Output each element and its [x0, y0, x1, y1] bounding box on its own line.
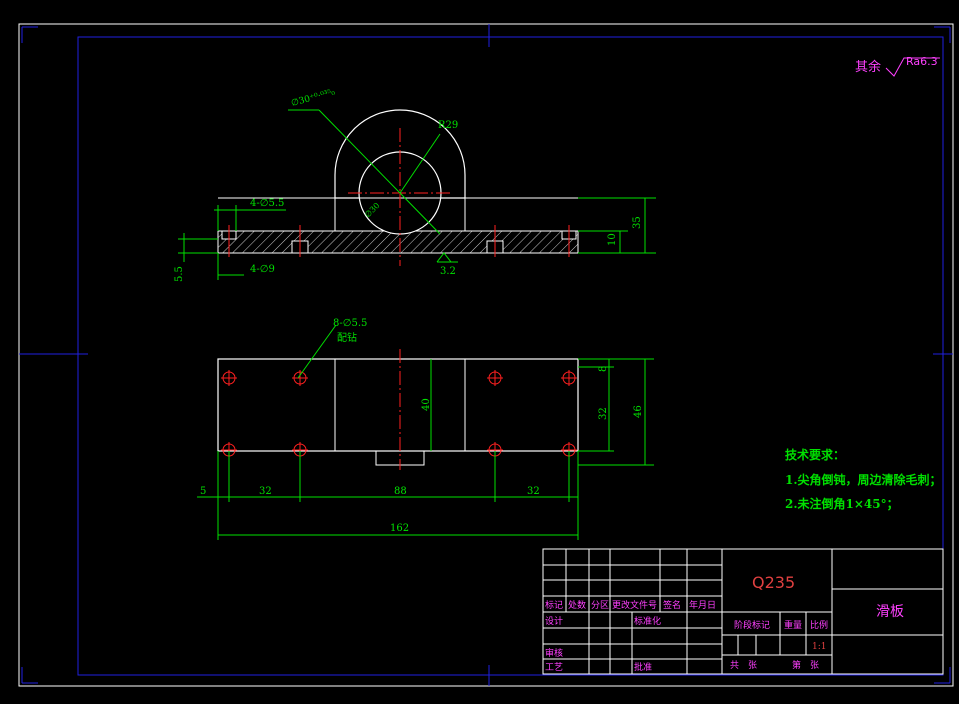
- front-dimensions: [178, 109, 656, 280]
- material-label: Q235: [752, 573, 795, 592]
- tb-change-doc: 更改文件号: [612, 599, 657, 611]
- dim-40: 40: [421, 398, 432, 411]
- title-block: [542, 548, 944, 675]
- roughness-symbol-icon: [885, 57, 940, 77]
- tb-scale: 比例: [810, 619, 828, 631]
- tb-review: 审核: [545, 647, 563, 659]
- surface-finish-value: Ra6.3: [906, 55, 938, 68]
- tb-design: 设计: [545, 615, 563, 627]
- surface-finish-label: 其余: [855, 59, 881, 75]
- mounting-holes: [222, 371, 576, 457]
- counterbore-label: 4-∅9: [250, 264, 275, 275]
- tech-item-1: 1.尖角倒钝，周边清除毛刺；: [785, 472, 942, 487]
- tb-weight: 重量: [784, 619, 802, 631]
- top-centerlines: [221, 349, 577, 470]
- dim-8: 8: [598, 366, 609, 372]
- base-outline: [217, 358, 579, 452]
- surface-finish-note: 其余 Ra6.3: [855, 55, 940, 77]
- tb-signature: 签名: [663, 599, 681, 611]
- tb-stage-mark: 阶段标记: [734, 619, 770, 631]
- radius-label: R29: [438, 120, 458, 131]
- tb-sheet: 第 张: [792, 659, 819, 671]
- dim-32-left: 32: [259, 486, 272, 497]
- dim-32-right: 32: [527, 486, 540, 497]
- tb-date: 年月日: [689, 599, 716, 611]
- tb-process: 工艺: [545, 662, 563, 673]
- tb-zone: 分区: [591, 600, 609, 611]
- height-total-label: 35: [632, 216, 643, 229]
- top-view: 8-∅5.5 配钻 5 32 88 32 162 8 40 32 46: [197, 318, 654, 540]
- tb-standardize: 标准化: [634, 615, 661, 627]
- roughness-label: 3.2: [440, 266, 456, 277]
- tb-count: 处数: [568, 599, 586, 611]
- title-block-text: Q235 滑板 标记 处数 分区 更改文件号 签名 年月日 设计 标准化 阶段标…: [545, 573, 904, 673]
- tb-total: 共 张: [730, 660, 757, 671]
- hole-callout-label: 4-∅5.5: [250, 198, 284, 209]
- dim-32-v: 32: [598, 407, 609, 420]
- top-hole-note: 配钻: [337, 331, 357, 344]
- dim-88: 88: [394, 486, 407, 497]
- tb-approve: 批准: [634, 661, 652, 673]
- part-name-label: 滑板: [876, 603, 904, 620]
- outer-frame: [18, 23, 954, 687]
- top-dimensions: [197, 324, 654, 540]
- tech-item-2: 2.未注倒角1×45°；: [785, 496, 899, 511]
- bore-tolerance-label: ∅30⁺⁰·⁰³⁵₀: [290, 88, 336, 109]
- tb-mark: 标记: [545, 599, 563, 611]
- bearing-arch: [334, 109, 466, 199]
- dim-46: 46: [633, 405, 644, 418]
- tb-scale-value: 1:1: [812, 642, 826, 652]
- top-dim-text: 8-∅5.5 配钻 5 32 88 32 162 8 40 32 46: [200, 318, 644, 534]
- top-hole-callout: 8-∅5.5: [333, 318, 367, 329]
- dim-162: 162: [390, 523, 409, 534]
- dim-5: 5: [200, 486, 206, 497]
- height-base-label: 10: [607, 233, 618, 246]
- inner-frame: [77, 36, 944, 676]
- tech-title: 技术要求：: [785, 447, 845, 462]
- depth-label: 5.5: [174, 266, 185, 282]
- front-view: ∅30⁺⁰·⁰³⁵₀ R29 4-∅5.5 4-∅9 ∅30 35 10 5.5…: [174, 88, 656, 282]
- tech-requirements: 技术要求： 1.尖角倒钝，周边清除毛刺； 2.未注倒角1×45°；: [785, 447, 942, 511]
- centering-marks: [19, 24, 953, 686]
